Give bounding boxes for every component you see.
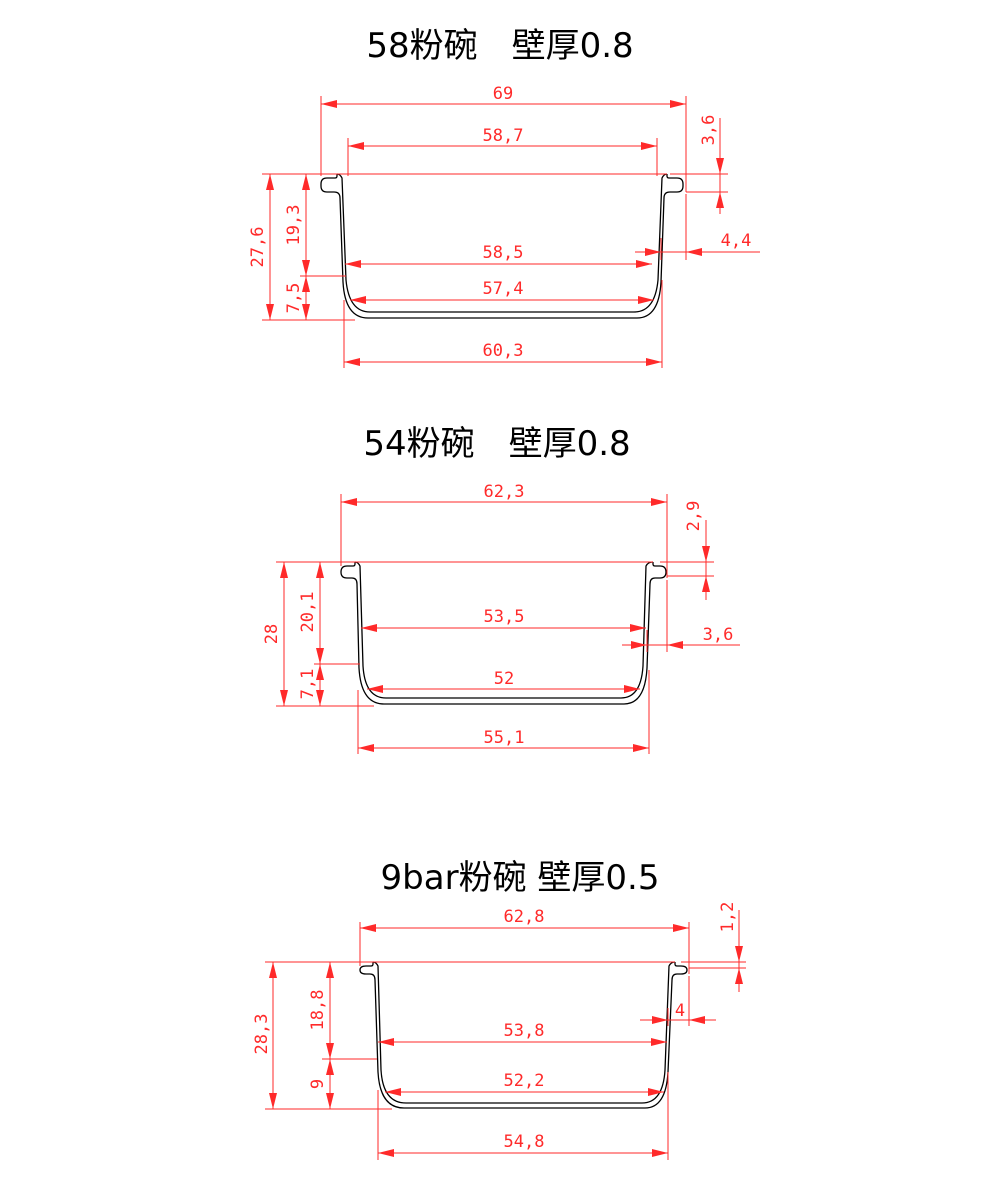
dimension-lip-height: 2,9 [660, 501, 714, 600]
dimension-label: 28,3 [252, 1014, 272, 1055]
dimension-label: 3,6 [703, 625, 734, 645]
dimension-bottom-inner-width: 52,2 [385, 1071, 664, 1096]
basket-54-drawing: 54粉碗 壁厚0.8 62,3 2,9 3,6 [262, 424, 740, 754]
dimension-total-height: 28 [262, 561, 374, 707]
dimension-upper-height: 18,8 [308, 962, 377, 1060]
dimension-mid-width: 58,5 [345, 243, 652, 268]
dimension-total-height: 28,3 [252, 961, 392, 1110]
dimension-label: 27,6 [248, 227, 268, 268]
dimension-upper-height: 20,1 [298, 562, 360, 665]
dimension-label: 57,4 [483, 279, 524, 299]
dimension-bottom-width: 55,1 [357, 670, 650, 754]
dimension-bottom-inner-width: 57,4 [350, 279, 654, 304]
dimension-lip-offset: 3,6 [622, 580, 740, 652]
dimension-inner-top-width: 58,7 [347, 126, 658, 176]
dimension-bottom-inner-width: 52 [367, 669, 640, 693]
dimension-label: 28 [262, 624, 282, 644]
dimension-label: 18,8 [308, 990, 328, 1031]
dimension-label: 58,5 [483, 243, 524, 263]
basket-profile [320, 173, 684, 319]
dimension-label: 9 [308, 1079, 328, 1089]
drawing-title: 54粉碗 壁厚0.8 [363, 424, 630, 464]
dimension-lip-offset: 4 [640, 976, 716, 1026]
dimension-label: 19,3 [284, 205, 304, 246]
dimension-mid-width: 53,5 [361, 607, 646, 632]
drawing-title: 9bar粉碗 壁厚0.5 [381, 858, 660, 898]
dimension-label: 2,9 [684, 501, 704, 532]
dimension-top-width: 69 [320, 84, 687, 192]
dimension-label: 53,5 [484, 607, 525, 627]
dimension-lower-height: 9 [308, 1059, 334, 1109]
dimension-label: 53,8 [504, 1021, 545, 1041]
dimension-top-width: 62,8 [359, 907, 690, 974]
drawing-title: 58粉碗 壁厚0.8 [366, 26, 633, 66]
dimension-label: 52,2 [504, 1071, 545, 1091]
basket-profile [359, 961, 688, 1109]
dimension-label: 3,6 [699, 115, 719, 146]
dimension-label: 54,8 [504, 1132, 545, 1152]
dimension-lip-offset: 4,4 [635, 194, 760, 260]
dimension-label: 62,8 [504, 907, 545, 927]
dimension-label: 4,4 [721, 231, 752, 251]
dimension-label: 60,3 [483, 341, 524, 361]
dimension-lip-height: 3,6 [670, 115, 728, 214]
dimension-lower-height: 7,5 [284, 276, 310, 320]
dimension-label: 1,2 [718, 902, 738, 933]
dimension-lip-height: 1,2 [681, 902, 746, 992]
dimension-bottom-width: 60,3 [343, 280, 663, 368]
basket-58-drawing: 58粉碗 壁厚0.8 69 58,7 3,6 [248, 26, 760, 368]
dimension-label: 55,1 [484, 728, 525, 748]
dimension-upper-height: 19,3 [284, 174, 346, 277]
dimension-label: 52 [494, 669, 514, 689]
dimension-label: 4 [675, 1001, 685, 1021]
dimension-label: 69 [493, 84, 513, 104]
dimension-label: 58,7 [483, 126, 524, 146]
dimension-label: 7,5 [284, 283, 304, 314]
dimension-label: 20,1 [298, 592, 318, 633]
dimension-label: 7,1 [298, 669, 318, 700]
dimension-total-height: 27,6 [248, 173, 355, 321]
dimension-lower-height: 7,1 [298, 664, 324, 706]
basket-9bar-drawing: 9bar粉碗 壁厚0.5 62,8 1,2 4 [252, 858, 746, 1160]
dimension-label: 62,3 [484, 482, 525, 502]
dimension-mid-width: 53,8 [378, 1021, 667, 1046]
basket-profile [340, 561, 667, 705]
dimension-top-width: 62,3 [340, 482, 668, 578]
dimension-bottom-width: 54,8 [377, 1072, 669, 1160]
